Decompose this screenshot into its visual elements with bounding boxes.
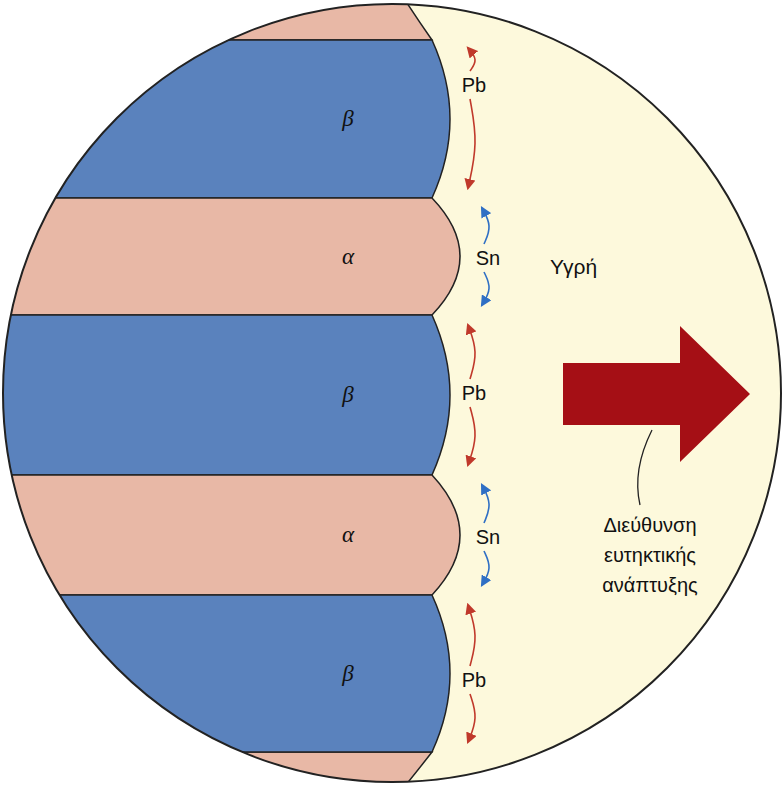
element-symbol: Pb bbox=[462, 74, 486, 97]
band-fill bbox=[0, 595, 450, 752]
band-shape bbox=[0, 198, 470, 315]
phase-name: β bbox=[342, 106, 353, 132]
element-symbol: Pb bbox=[462, 382, 486, 405]
band-fill bbox=[0, 315, 450, 475]
circle-outline bbox=[3, 4, 781, 782]
phase-band: α bbox=[0, 475, 470, 595]
diffusion-arrow bbox=[468, 694, 475, 742]
growth-direction-arrow bbox=[563, 326, 750, 462]
alpha-partial-band bbox=[0, 0, 432, 40]
diffusion-arrow bbox=[482, 551, 489, 585]
phase-band: β bbox=[0, 315, 470, 475]
liquid-label-box: Υγρή bbox=[550, 255, 602, 281]
band-fill bbox=[0, 475, 460, 595]
phase-name: β bbox=[342, 661, 353, 687]
band-fill bbox=[0, 40, 450, 198]
diffusion-arrow bbox=[468, 605, 475, 666]
diffusion-arrow bbox=[482, 208, 489, 244]
diffusion-arrow bbox=[482, 485, 489, 523]
phase-name: β bbox=[342, 382, 353, 408]
element-symbol: Pb bbox=[462, 669, 486, 692]
annotation-text: Διεύθυνση ευτηκτικής ανάπτυξης bbox=[580, 510, 720, 600]
phase-name: α bbox=[342, 244, 354, 270]
region-name: Υγρή bbox=[550, 255, 597, 279]
band-fill bbox=[0, 198, 460, 315]
element-symbol: Sn bbox=[476, 526, 500, 549]
band-shape bbox=[0, 595, 470, 752]
leader-line bbox=[638, 430, 652, 505]
diffusion-arrow bbox=[468, 325, 475, 379]
band-shape bbox=[0, 475, 470, 595]
phase-band: α bbox=[0, 198, 470, 315]
element-symbol: Sn bbox=[476, 247, 500, 270]
phase-band: β bbox=[0, 595, 470, 752]
diffusion-arrow bbox=[468, 99, 475, 188]
diffusion-arrow bbox=[468, 407, 475, 465]
diffusion-arrow bbox=[468, 48, 475, 71]
band-shape bbox=[0, 315, 470, 475]
phase-name: α bbox=[342, 522, 354, 548]
diffusion-arrow bbox=[482, 272, 489, 305]
